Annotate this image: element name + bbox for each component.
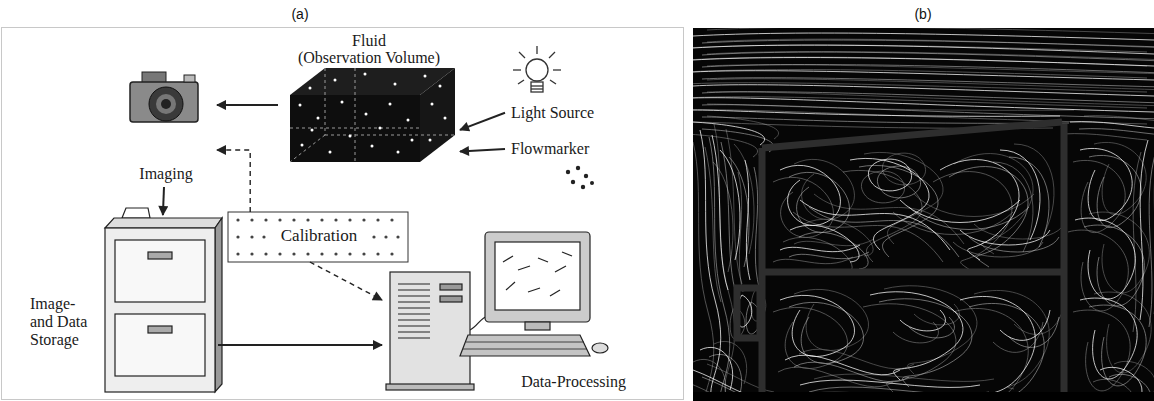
light-bulb-icon bbox=[513, 46, 561, 92]
dashed-arrow bbox=[310, 262, 382, 300]
storage-cabinet: Image- and Data Storage bbox=[28, 215, 218, 397]
panel-label: (a) bbox=[280, 6, 320, 22]
node-label: Fluid bbox=[278, 32, 460, 50]
flow-arrow bbox=[218, 344, 382, 346]
streak-photo bbox=[693, 28, 1154, 401]
node-label: Flowmarker bbox=[511, 140, 589, 158]
panel-label: (b) bbox=[903, 6, 943, 22]
particle-dots bbox=[566, 166, 594, 189]
node-label: Light Source bbox=[511, 104, 594, 122]
data-processing-computer: Data-Processing bbox=[382, 266, 630, 394]
computer bbox=[386, 232, 608, 390]
imaging-camera: Imaging bbox=[115, 62, 217, 187]
flow-arrow bbox=[460, 113, 505, 130]
node-label: Image- and Data Storage bbox=[30, 295, 98, 349]
node-label: (Observation Volume) bbox=[278, 49, 460, 67]
flow-arrow bbox=[217, 104, 278, 106]
camera-icon bbox=[130, 72, 198, 122]
dashed-arrow bbox=[217, 150, 250, 212]
node-label: Data-Processing bbox=[521, 373, 626, 391]
fluid-volume: Fluid(Observation Volume) bbox=[278, 30, 460, 165]
flow-arrow bbox=[163, 187, 164, 215]
file-cabinet bbox=[105, 208, 222, 392]
node-label: Imaging bbox=[115, 165, 217, 183]
light-source: Light Source bbox=[505, 48, 630, 126]
fluid-cube bbox=[290, 68, 455, 162]
flowmarker: Flowmarker bbox=[505, 138, 620, 190]
node-label: Calibration bbox=[228, 226, 410, 245]
flow-arrow bbox=[460, 149, 505, 152]
calibration-box: Calibration bbox=[228, 212, 410, 262]
